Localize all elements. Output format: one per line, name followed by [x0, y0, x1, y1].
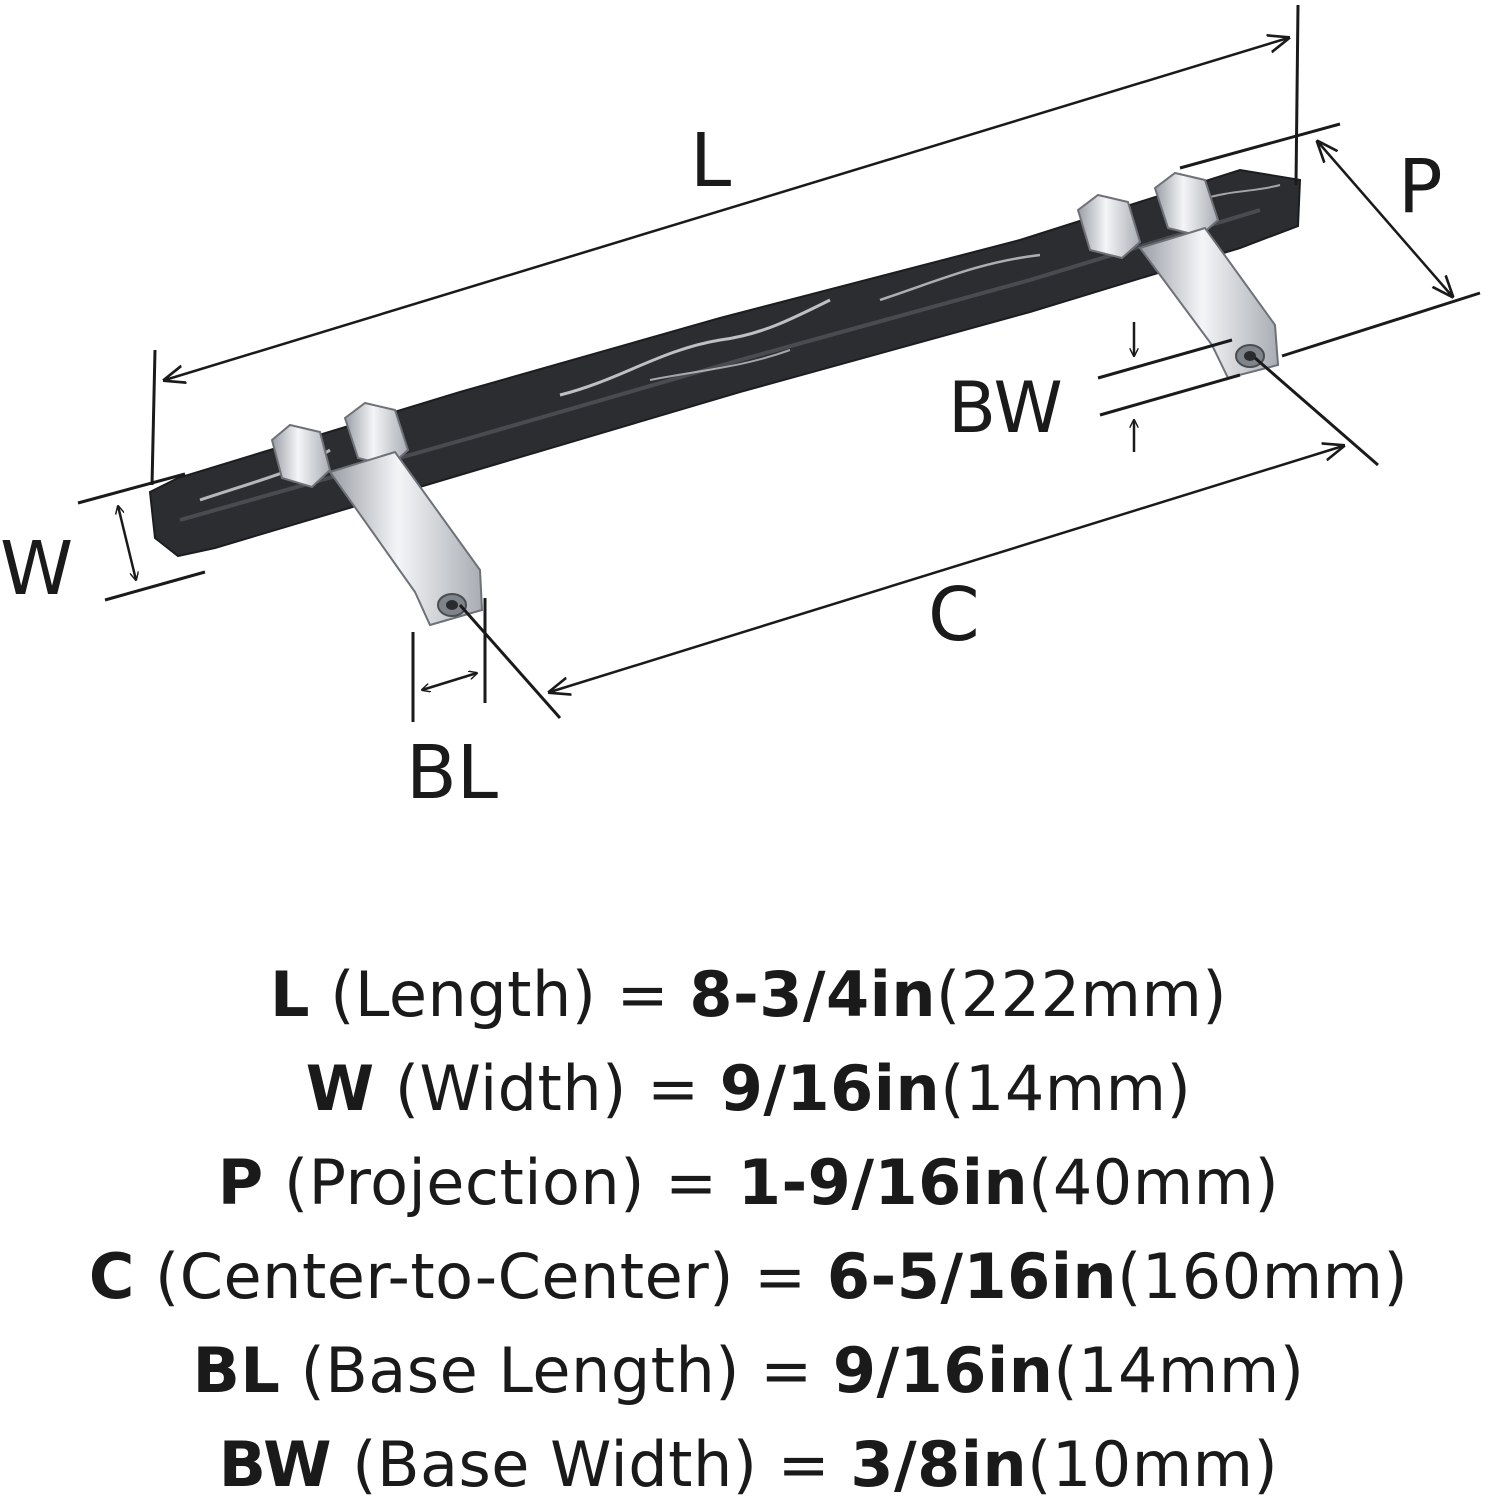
spec-description: (Projection)	[283, 1146, 645, 1219]
label-W: W	[0, 526, 73, 612]
spec-list: L (Length) = 8-3/4in(222mm) W (Width) = …	[0, 948, 1497, 1512]
label-C: C	[928, 572, 980, 658]
spec-row-width: W (Width) = 9/16in(14mm)	[0, 1042, 1497, 1136]
left-post-body	[328, 450, 484, 627]
spec-metric: (222mm)	[936, 958, 1228, 1031]
spec-row-center-to-center: C (Center-to-Center) = 6-5/16in(160mm)	[0, 1230, 1497, 1324]
width-dimension-line	[118, 506, 136, 580]
dimension-base-width: BW	[948, 322, 1241, 452]
spec-equals: =	[665, 1146, 718, 1219]
dimension-center: C	[458, 356, 1379, 719]
left-post-collar	[270, 423, 332, 489]
spec-description: (Center-to-Center)	[155, 1240, 734, 1313]
center-extension-left	[458, 604, 562, 719]
spec-imperial: 8-3/4in	[689, 958, 937, 1031]
center-extension-right	[1254, 356, 1379, 467]
spec-metric: (14mm)	[940, 1052, 1192, 1125]
spec-metric: (40mm)	[1028, 1146, 1280, 1219]
spec-imperial: 9/16in	[832, 1334, 1054, 1407]
left-screw-hole-core	[446, 600, 458, 610]
width-extension-bottom	[104, 570, 206, 602]
length-extension-right	[1294, 4, 1300, 186]
base-length-dimension-line	[422, 673, 477, 690]
spec-description: (Base Width)	[352, 1428, 758, 1501]
spec-equals: =	[616, 958, 670, 1031]
spec-key: W	[305, 1052, 375, 1125]
label-P: P	[1398, 144, 1443, 230]
center-dimension-line	[550, 446, 1343, 692]
label-BW: BW	[948, 367, 1063, 449]
left-post	[270, 401, 484, 627]
spec-key: BL	[192, 1334, 281, 1407]
spec-key: C	[88, 1240, 135, 1313]
spec-row-base-length: BL (Base Length) = 9/16in(14mm)	[0, 1324, 1497, 1418]
spec-equals: =	[647, 1052, 700, 1125]
right-screw-hole-core	[1244, 351, 1256, 361]
spec-equals: =	[760, 1334, 813, 1407]
label-L: L	[690, 118, 731, 204]
label-BL: BL	[406, 730, 498, 816]
width-extension-top	[77, 472, 186, 505]
spec-metric: (10mm)	[1027, 1428, 1279, 1501]
dimension-projection: P	[1179, 122, 1481, 358]
spec-description: (Base Length)	[300, 1334, 740, 1407]
base-width-extension-bottom	[1099, 373, 1241, 417]
spec-key: BW	[218, 1428, 333, 1501]
length-dimension-line	[165, 38, 1288, 380]
base-width-extension-top	[1097, 338, 1233, 380]
spec-row-length: L (Length) = 8-3/4in(222mm)	[0, 948, 1497, 1042]
spec-imperial: 3/8in	[850, 1428, 1028, 1501]
spec-row-base-width: BW (Base Width) = 3/8in(10mm)	[0, 1418, 1497, 1512]
spec-imperial: 6-5/16in	[826, 1240, 1118, 1313]
spec-row-projection: P (Projection) = 1-9/16in(40mm)	[0, 1136, 1497, 1230]
dimension-diagram: L P W C BL BW	[0, 4, 1481, 816]
spec-key: P	[217, 1146, 264, 1219]
spec-metric: (160mm)	[1117, 1240, 1409, 1313]
spec-equals: =	[777, 1428, 831, 1501]
projection-extension-bottom	[1281, 291, 1481, 358]
spec-metric: (14mm)	[1053, 1334, 1305, 1407]
dimension-base-length: BL	[406, 598, 498, 816]
left-post-collar	[343, 401, 410, 468]
projection-dimension-line	[1318, 142, 1452, 296]
projection-extension-top	[1179, 122, 1341, 170]
length-extension-left	[150, 349, 157, 486]
spec-key: L	[269, 958, 310, 1031]
spec-description: (Length)	[330, 958, 597, 1031]
spec-imperial: 9/16in	[719, 1052, 941, 1125]
dimension-width: W	[0, 472, 206, 612]
dimension-length: L	[150, 4, 1300, 486]
spec-equals: =	[754, 1240, 807, 1313]
spec-imperial: 1-9/16in	[737, 1146, 1029, 1219]
spec-description: (Width)	[394, 1052, 627, 1125]
